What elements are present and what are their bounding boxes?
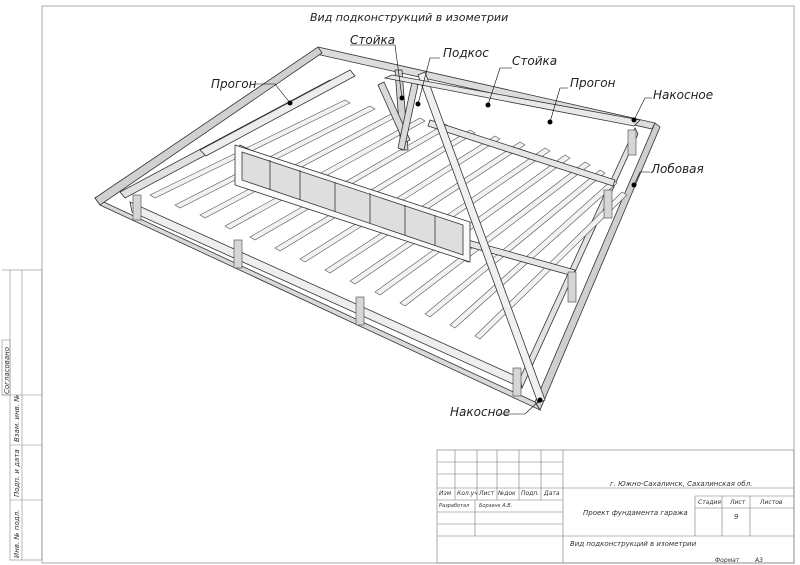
callout-progon-right: Прогон — [570, 76, 616, 90]
hip-rafter-left — [199, 69, 356, 157]
callout-lobovaya: Лобовая — [651, 162, 704, 176]
tb-project-name: Проект фундамента гаража — [583, 509, 688, 517]
tb-stage-label: Стадия — [698, 499, 722, 506]
stamp-inv-replaced: Взам. инв. № — [13, 394, 21, 442]
tb-col-list: Лист — [479, 490, 495, 497]
tb-developed-label: Разработал — [439, 503, 470, 509]
tb-col-data: Дата — [544, 490, 560, 497]
callout-nakosnoe-bottom: Накосное — [450, 405, 511, 419]
hip-rafter-front — [417, 71, 546, 404]
tb-sheet-number: 9 — [734, 513, 739, 521]
callout-progon-left: Прогон — [211, 77, 257, 91]
stamp-agreed: Согласовано — [3, 346, 11, 394]
side-stamp — [1, 269, 43, 561]
truss-frame — [234, 144, 471, 263]
perimeter-right — [534, 122, 661, 411]
tb-col-podp: Подп. — [521, 490, 540, 497]
tb-developer: Борзенк А.В. — [479, 503, 513, 509]
callout-stoyka-right: Стойка — [512, 54, 558, 68]
callout-stoyka-left: Стойка — [350, 33, 396, 47]
tb-col-izm: Изм — [439, 490, 452, 497]
tb-format-value: А3 — [755, 557, 763, 564]
tb-col-ndok: №док — [498, 490, 516, 497]
hip-rafter-back — [383, 74, 641, 127]
tb-format-label: Формат — [715, 557, 740, 564]
tb-sheets-label: Листов — [760, 499, 783, 506]
roof-structure — [93, 46, 661, 411]
leader-lines — [255, 44, 652, 415]
tb-col-koluch: Кол.уч — [457, 490, 478, 497]
purlin-right — [427, 119, 616, 187]
stamp-inv-orig: Инв. № подл. — [13, 509, 21, 558]
joists — [149, 99, 628, 340]
posts — [132, 129, 637, 397]
title-block — [436, 449, 795, 564]
stamp-sign-date: Подп. и дата — [13, 449, 21, 497]
tb-location: г. Южно-Сахалинск, Сахалинская обл. — [610, 480, 753, 488]
callout-nakosnoe-top: Накосное — [653, 88, 714, 102]
tb-sheet-title: Вид подконструкций в изометрии — [570, 540, 697, 548]
perimeter-left — [94, 46, 323, 206]
drawing-title: Вид подконструкций в изометрии — [310, 11, 509, 24]
callout-podkos: Подкос — [443, 46, 489, 60]
tb-sheet-label: Лист — [730, 499, 746, 506]
